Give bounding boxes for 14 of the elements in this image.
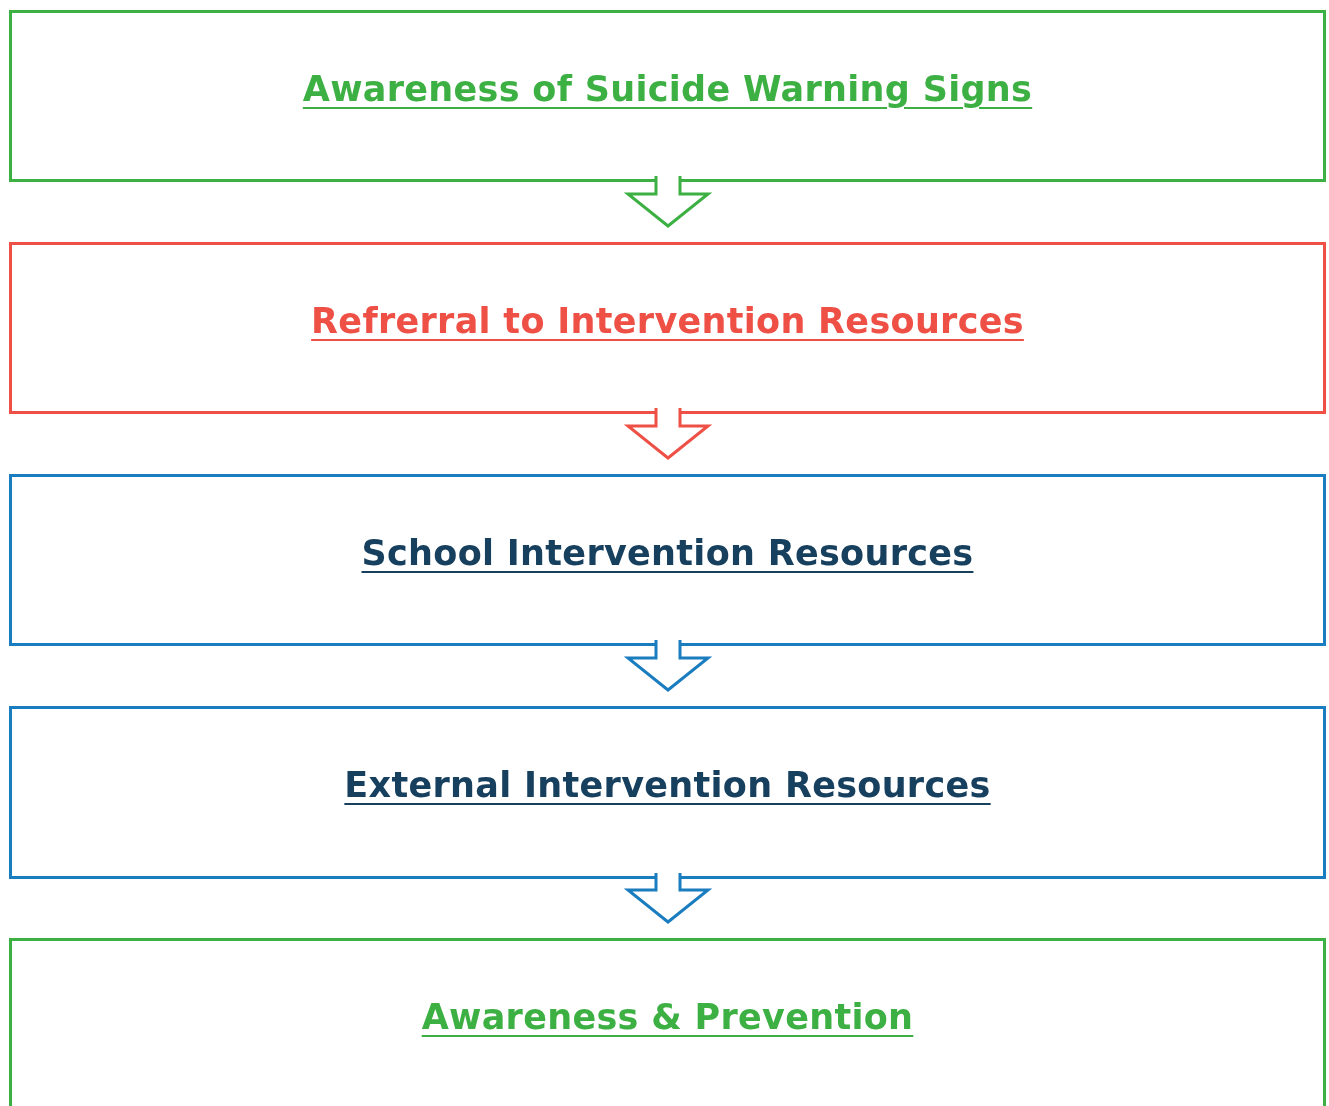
process-box (9, 242, 1326, 414)
box-title: Refrerral to Intervention Resources (311, 301, 1024, 341)
process-box (9, 10, 1326, 182)
process-box (9, 938, 1326, 1106)
block-arrow (623, 871, 713, 924)
process-box (9, 474, 1326, 646)
block-arrow (623, 174, 713, 228)
block-arrow (623, 638, 713, 692)
box-title: External Intervention Resources (344, 765, 991, 805)
block-arrow (623, 406, 713, 460)
box-title: School Intervention Resources (361, 533, 974, 573)
process-box (9, 706, 1326, 879)
box-title: Awareness & Prevention (421, 997, 914, 1037)
box-title: Awareness of Suicide Warning Signs (302, 69, 1033, 109)
